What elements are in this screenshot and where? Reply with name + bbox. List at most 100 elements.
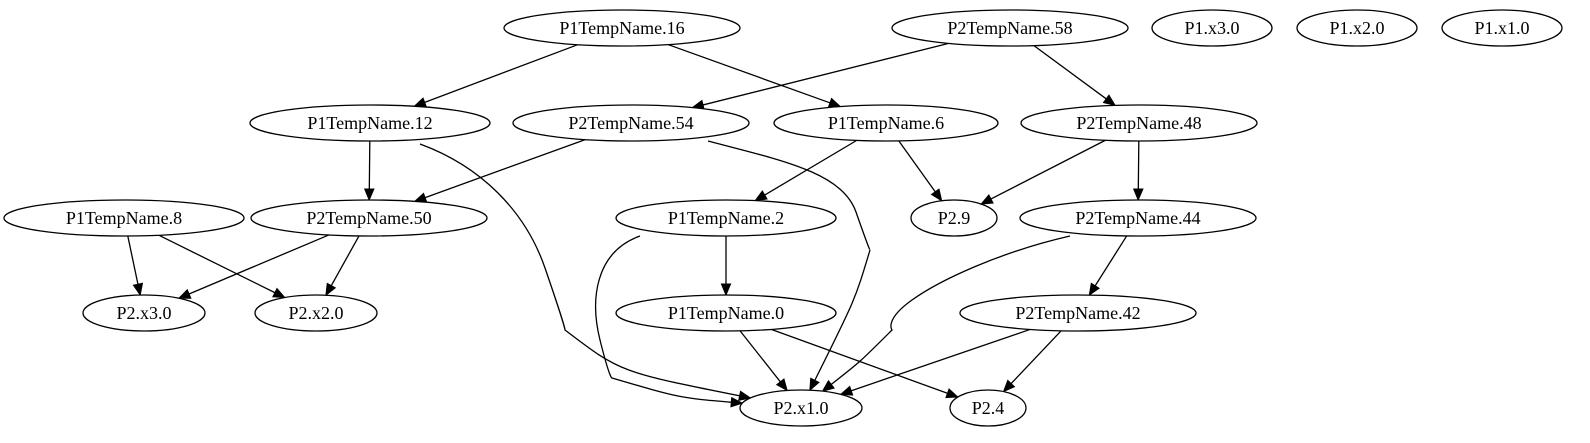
edge-p1tn12-to-p2tn50-arrowhead — [363, 188, 375, 202]
node-p1x10-ellipse — [1441, 9, 1563, 47]
edge-p2tn42-to-p2x10 — [839, 328, 1031, 396]
node-p2x30-label: P2.x3.0 — [116, 303, 171, 323]
edge-p1tn16-to-p1tn6 — [667, 43, 842, 108]
edge-p2tn48-to-p2tn44-arrowhead — [1132, 188, 1144, 202]
node-p2tn54-label: P2TempName.54 — [568, 113, 693, 133]
edge-p2tn58-to-p2tn54-line — [701, 42, 949, 106]
node-p2tn50-ellipse — [250, 199, 488, 237]
node-p2tn50: P2TempName.50 — [250, 199, 488, 237]
node-p2x10: P2.x1.0 — [739, 389, 863, 427]
node-p2tn44-ellipse — [1019, 199, 1257, 237]
edge-p1tn8-to-p2x30-arrowhead — [132, 282, 144, 297]
edge-p1tn8-to-p2x20-arrowhead — [272, 287, 286, 299]
node-p1tn2-label: P1TempName.2 — [668, 208, 784, 228]
nodes-layer: P1TempName.16 P2TempName.58 P1.x3.0 P1.x2.0… — [3, 9, 1563, 427]
edge-p1tn2-to-p2x10 — [595, 235, 744, 408]
node-p1tn6-label: P1TempName.6 — [828, 113, 944, 133]
edge-p2tn58-to-p2tn48 — [1033, 45, 1117, 107]
edges-layer — [127, 42, 1144, 408]
edge-p2tn42-to-p24-arrowhead — [1002, 379, 1016, 393]
edge-p1tn16-to-p1tn12-line — [423, 44, 578, 104]
node-p2tn42-label: P2TempName.42 — [1015, 303, 1140, 323]
node-p2x20-ellipse — [254, 294, 378, 332]
node-p2x20-label: P2.x2.0 — [288, 303, 343, 323]
edge-p1tn2-to-p1tn0 — [720, 236, 732, 297]
edge-p1tn2-to-p2x10-line — [595, 235, 733, 403]
edge-p2tn50-to-p2x20-line — [330, 235, 360, 287]
edge-p1tn12-to-p2x10 — [419, 143, 752, 401]
node-p2tn44: P2TempName.44 — [1019, 199, 1257, 237]
edge-p2tn58-to-p2tn48-arrowhead — [1102, 94, 1117, 107]
node-p1tn12: P1TempName.12 — [249, 104, 491, 142]
edge-p1tn0-to-p2x10-line — [739, 330, 782, 384]
edge-p2tn54-to-p2x10-arrowhead — [809, 377, 820, 392]
edge-p2tn44-to-p2x10-line — [830, 235, 1071, 386]
node-p2tn54: P2TempName.54 — [512, 104, 750, 142]
node-p1tn6-ellipse — [773, 104, 999, 142]
edge-p1tn0-to-p24 — [771, 328, 960, 399]
edge-p2tn54-to-p2tn50-line — [423, 138, 586, 199]
node-p24: P2.4 — [949, 389, 1027, 427]
node-p1x30: P1.x3.0 — [1151, 9, 1273, 47]
node-p1tn16-label: P1TempName.16 — [559, 18, 684, 38]
edge-p1tn12-to-p2tn50-line — [368, 140, 371, 191]
edge-p1tn2-to-p2x10-arrowhead — [730, 396, 744, 408]
edge-p1tn8-to-p2x30-line — [127, 235, 139, 286]
node-p1tn6: P1TempName.6 — [773, 104, 999, 142]
edge-p1tn2-to-p1tn0-arrowhead — [720, 283, 732, 297]
node-p1tn2: P1TempName.2 — [615, 199, 837, 237]
node-p1tn12-ellipse — [249, 104, 491, 142]
node-p1tn8-label: P1TempName.8 — [66, 208, 182, 228]
edge-p1tn6-to-p1tn2-line — [763, 139, 858, 197]
node-p1x30-label: P1.x3.0 — [1184, 18, 1239, 38]
edge-p1tn0-to-p2x10-arrowhead — [775, 378, 788, 392]
node-p1x20-ellipse — [1296, 9, 1418, 47]
edge-p2tn44-to-p2x10-arrowhead — [821, 379, 835, 392]
edge-p2tn54-to-p2tn50-arrowhead — [413, 192, 428, 203]
edge-p1tn8-to-p2x20-line — [158, 234, 277, 294]
node-p1x30-ellipse — [1151, 9, 1273, 47]
edge-p2tn44-to-p2tn42 — [1088, 235, 1128, 297]
node-p2tn48-ellipse — [1020, 104, 1258, 142]
node-p1x10-label: P1.x1.0 — [1474, 18, 1529, 38]
edge-p1tn16-to-p1tn12 — [413, 44, 578, 108]
node-p24-label: P2.4 — [972, 398, 1005, 418]
node-p1x20: P1.x2.0 — [1296, 9, 1418, 47]
node-p2tn50-label: P2TempName.50 — [306, 208, 431, 228]
edge-p2tn50-to-p2x30-line — [187, 234, 330, 295]
node-p2tn42-ellipse — [959, 294, 1197, 332]
edge-p2tn48-to-p29 — [980, 139, 1106, 205]
node-p1tn8-ellipse — [3, 199, 245, 237]
node-p2x20: P2.x2.0 — [254, 294, 378, 332]
node-p2tn58-ellipse — [891, 9, 1129, 47]
edge-p2tn50-to-p2x30-arrowhead — [177, 288, 192, 299]
edge-p2tn48-to-p29-line — [989, 139, 1106, 201]
edge-p2tn44-to-p2tn42-arrowhead — [1088, 282, 1100, 297]
edge-p2tn42-to-p2x10-arrowhead — [839, 385, 854, 396]
node-p1x20-label: P1.x2.0 — [1329, 18, 1384, 38]
node-p1tn16-ellipse — [503, 9, 741, 47]
edge-p2tn58-to-p2tn48-line — [1033, 45, 1108, 100]
edge-p2tn42-to-p24 — [1002, 330, 1062, 393]
node-p1tn2-ellipse — [615, 199, 837, 237]
edge-p2tn48-to-p2tn44-line — [1137, 140, 1140, 191]
edge-p2tn50-to-p2x30 — [177, 234, 330, 299]
node-p1tn0: P1TempName.0 — [615, 294, 837, 332]
node-p1tn0-ellipse — [615, 294, 837, 332]
edge-p1tn16-to-p1tn6-line — [667, 43, 832, 104]
node-p2tn58-label: P2TempName.58 — [947, 18, 1072, 38]
node-p2x30: P2.x3.0 — [82, 294, 206, 332]
node-p2tn44-label: P2TempName.44 — [1075, 208, 1200, 228]
edge-p1tn8-to-p2x20 — [158, 234, 286, 299]
node-p1tn0-label: P1TempName.0 — [668, 303, 784, 323]
edge-p2tn42-to-p24-line — [1009, 330, 1062, 385]
edge-p1tn12-to-p2x10-arrowhead — [738, 390, 752, 401]
edge-p2tn54-to-p2tn50 — [413, 138, 586, 203]
edge-p1tn6-to-p29 — [898, 140, 943, 202]
node-p2tn42: P2TempName.42 — [959, 294, 1197, 332]
edge-p1tn6-to-p1tn2-arrowhead — [754, 190, 768, 202]
edge-p2tn50-to-p2x20-arrowhead — [325, 282, 337, 297]
edge-p2tn54-to-p2x10-line — [707, 140, 871, 382]
edge-p2tn48-to-p29-arrowhead — [980, 194, 994, 205]
